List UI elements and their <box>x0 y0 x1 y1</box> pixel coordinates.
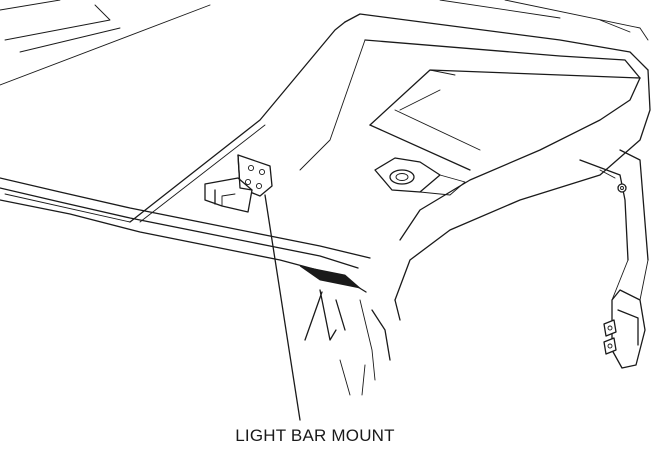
windshield-panel <box>0 0 211 86</box>
rear-pillar <box>579 149 649 369</box>
front-pillar <box>304 289 401 396</box>
roof-mounting-hole <box>374 157 466 196</box>
light-bar-mount-bracket <box>204 154 273 213</box>
callout-leader-line <box>264 194 301 421</box>
roof-panel <box>0 0 651 301</box>
light-bar-mount-label: LIGHT BAR MOUNT <box>235 426 395 445</box>
